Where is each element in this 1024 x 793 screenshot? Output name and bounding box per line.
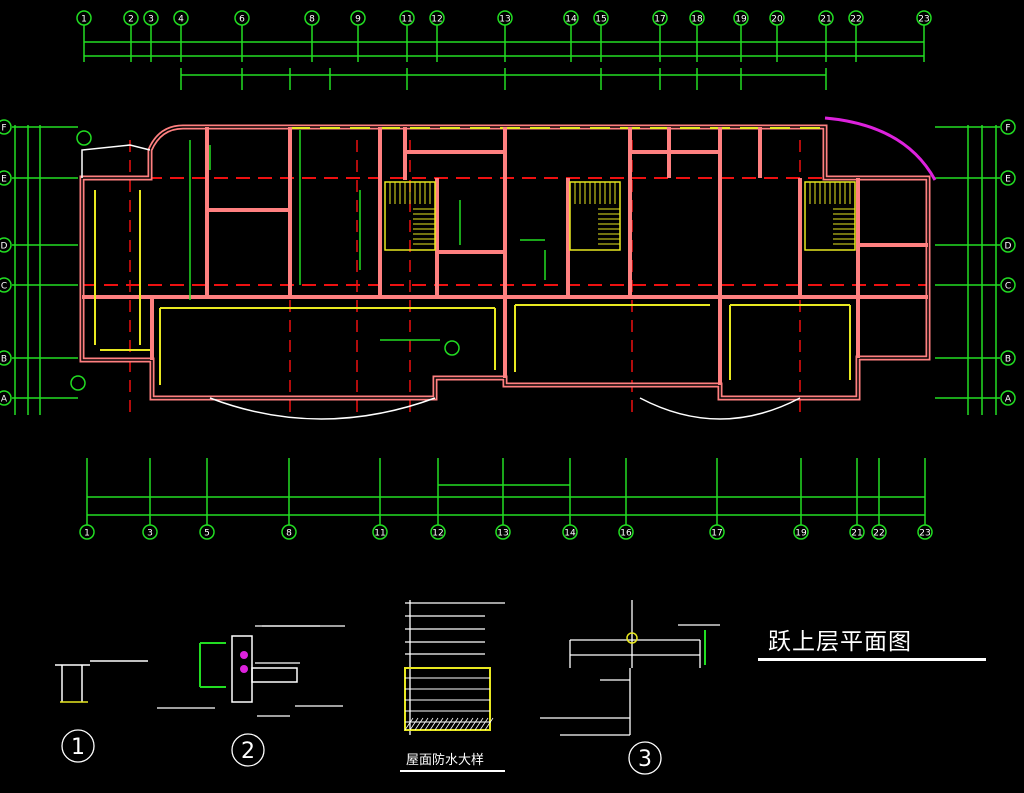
right-grid-bubble-circle — [1000, 119, 1016, 135]
top-grid-bubble-label: 13 — [499, 15, 510, 25]
entry-canopy — [81, 144, 151, 178]
roof-hatch — [409, 717, 419, 731]
bottom-grid-bubble-label: 12 — [432, 529, 443, 539]
detail-marker-circle — [61, 729, 95, 763]
roof-hatch — [454, 717, 464, 731]
balcony-arc — [824, 116, 937, 181]
left-grid-bubble-label: E — [1, 175, 7, 185]
detail-2-rebar — [240, 651, 248, 659]
drawing-title: 跃上层平面图 — [768, 629, 912, 655]
left-grid-bubble-circle — [0, 390, 12, 406]
detail-marker-circle — [628, 741, 662, 775]
section-marker — [70, 375, 86, 391]
roof-layers — [404, 667, 491, 731]
right-grid-bubble-circle — [1000, 277, 1016, 293]
bottom-grid-bubble-label: 14 — [564, 529, 576, 539]
bottom-grid-bubble-label: 21 — [851, 529, 862, 539]
roof-hatch — [424, 717, 434, 731]
roof-hatch — [459, 717, 469, 731]
roof-hatch — [434, 717, 444, 731]
right-grid-bubble-label: B — [1005, 355, 1011, 365]
roof-detail-label: 屋面防水大样 — [406, 753, 485, 768]
bottom-grid-bubble-label: 11 — [374, 529, 385, 539]
top-grid-bubble-label: 23 — [918, 15, 929, 25]
roof-hatch — [404, 717, 414, 731]
left-grid-bubble-circle — [0, 237, 12, 253]
top-grid-bubble-label: 11 — [401, 15, 412, 25]
roof-hatch — [414, 717, 424, 731]
top-grid-bubble-label: 12 — [431, 15, 442, 25]
left-grid-bubble-label: F — [1, 124, 6, 134]
left-grid-bubble-label: C — [1, 282, 7, 292]
detail-2-slab — [251, 667, 298, 683]
roof-hatch — [479, 717, 489, 731]
bay-window-arc — [209, 397, 436, 420]
right-grid-bubble-label: C — [1005, 282, 1011, 292]
top-grid-bubble-label: 20 — [771, 15, 783, 25]
roof-hatch — [474, 717, 484, 731]
left-grid-bubble-circle — [0, 119, 12, 135]
right-grid-bubble-label: D — [1005, 242, 1012, 252]
left-grid-bubble-circle — [0, 350, 12, 366]
section-marker — [444, 340, 460, 356]
right-grid-bubble-circle — [1000, 390, 1016, 406]
top-grid-bubble-label: 8 — [309, 15, 315, 25]
top-grid-bubble-label: 17 — [654, 15, 665, 25]
right-grid-bubble-circle — [1000, 350, 1016, 366]
roof-hatch — [464, 717, 474, 731]
top-grid-bubble-label: 2 — [128, 15, 134, 25]
detail-marker-number: 2 — [241, 739, 255, 764]
detail-marker-number: 3 — [638, 747, 652, 772]
right-grid-bubble-label: F — [1005, 124, 1010, 134]
left-grid-bubble-circle — [0, 170, 12, 186]
section-marker — [76, 130, 92, 146]
top-grid-bubble-label: 19 — [735, 15, 747, 25]
bottom-grid-bubble-label: 22 — [873, 529, 884, 539]
detail-2-rebar — [240, 665, 248, 673]
left-grid-bubble-label: D — [1, 242, 8, 252]
detail-marker-circle — [231, 733, 265, 767]
bottom-grid-bubble-label: 3 — [147, 529, 153, 539]
top-grid-bubble-label: 21 — [820, 15, 831, 25]
bottom-grid-bubble-label: 13 — [497, 529, 508, 539]
right-grid-bubble-circle — [1000, 170, 1016, 186]
bottom-grid-bubble-label: 19 — [795, 529, 807, 539]
bottom-grid-bubble-label: 8 — [286, 529, 292, 539]
bottom-grid-bubble-label: 23 — [919, 529, 930, 539]
roof-detail-underline — [400, 770, 505, 772]
top-grid-bubble-label: 6 — [239, 15, 245, 25]
bottom-grid-bubble-label: 17 — [711, 529, 722, 539]
top-grid-bubble-label: 14 — [565, 15, 577, 25]
top-grid-bubble-label: 4 — [178, 15, 184, 25]
bottom-grid-bubble-label: 16 — [620, 529, 632, 539]
title-underline — [758, 658, 986, 661]
left-grid-bubble-label: B — [1, 355, 7, 365]
left-grid-bubble-label: A — [1, 395, 8, 405]
roof-hatch — [444, 717, 454, 731]
right-grid-bubble-circle — [1000, 237, 1016, 253]
roof-hatch — [419, 717, 429, 731]
bottom-grid-bubble-label: 1 — [84, 529, 90, 539]
top-grid-bubble-label: 3 — [148, 15, 154, 25]
roof-hatch — [429, 717, 439, 731]
top-grid-bubble-label: 22 — [850, 15, 861, 25]
roof-hatch — [439, 717, 449, 731]
detail-3-drain — [626, 632, 638, 644]
bottom-grid-bubble-label: 5 — [204, 529, 210, 539]
left-grid-bubble-circle — [0, 277, 12, 293]
top-grid-bubble-label: 15 — [595, 15, 606, 25]
roof-hatch — [469, 717, 479, 731]
detail-marker-number: 1 — [71, 735, 85, 760]
right-grid-bubble-label: E — [1005, 175, 1011, 185]
roof-hatch — [449, 717, 459, 731]
top-grid-bubble-label: 9 — [355, 15, 361, 25]
bay-window-arc — [639, 397, 801, 420]
right-grid-bubble-label: A — [1005, 395, 1012, 405]
top-grid-bubble-label: 18 — [691, 15, 703, 25]
roof-hatch — [484, 717, 494, 731]
top-grid-bubble-label: 1 — [81, 15, 87, 25]
